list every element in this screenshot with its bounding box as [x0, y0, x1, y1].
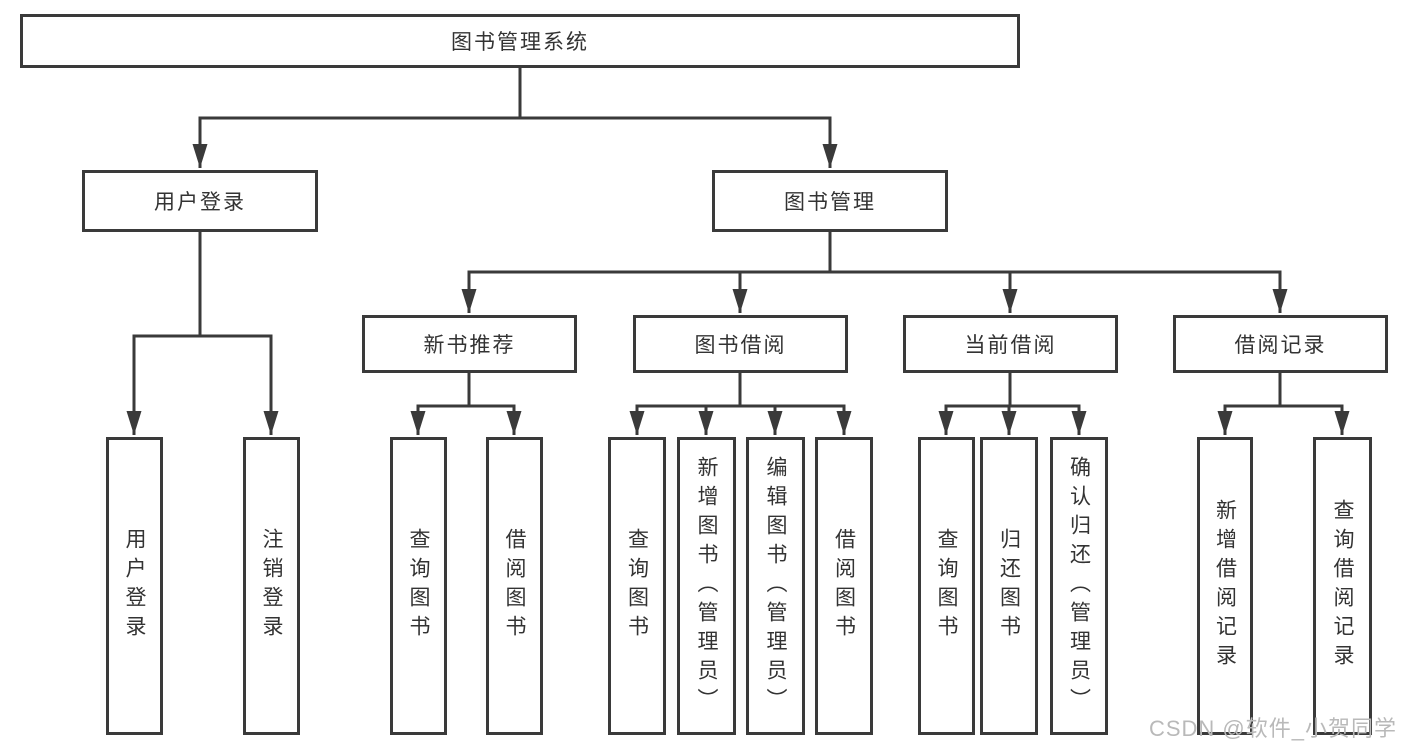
node-label: 查询图书 — [407, 528, 430, 644]
node-borrowing-records: 借阅记录 — [1173, 315, 1388, 373]
leaf-edit-books-admin: 编辑图书（管理员） — [746, 437, 805, 735]
node-label: 查询图书 — [625, 528, 649, 644]
leaf-confirm-return-admin: 确认归还（管理员） — [1050, 437, 1108, 735]
node-label: 新增借阅记录 — [1213, 499, 1237, 673]
node-label: 图书管理 — [784, 191, 876, 214]
node-book-borrowing: 图书借阅 — [633, 315, 848, 373]
node-label: 确认归还（管理员） — [1067, 455, 1091, 717]
leaf-query-borrow-record: 查询借阅记录 — [1313, 437, 1372, 735]
node-label: 查询借阅记录 — [1331, 499, 1354, 673]
node-label: 借阅记录 — [1234, 334, 1327, 357]
node-label: 图书管理系统 — [451, 31, 589, 54]
node-label: 用户登录 — [123, 528, 146, 644]
node-label: 借阅图书 — [832, 528, 856, 644]
node-label: 借阅图书 — [503, 528, 526, 644]
node-current-borrowing: 当前借阅 — [903, 315, 1118, 373]
leaf-return-books: 归还图书 — [980, 437, 1038, 735]
leaf-logout: 注销登录 — [243, 437, 300, 735]
node-label: 新增图书（管理员） — [695, 455, 718, 717]
node-new-book-recommend: 新书推荐 — [362, 315, 577, 373]
node-label: 注销登录 — [260, 528, 283, 644]
node-label: 编辑图书（管理员） — [764, 455, 787, 717]
node-label: 当前借阅 — [964, 334, 1057, 357]
node-user-login: 用户登录 — [82, 170, 318, 232]
node-root-library-management-system: 图书管理系统 — [20, 14, 1020, 68]
node-label: 用户登录 — [154, 191, 246, 214]
leaf-user-login: 用户登录 — [106, 437, 163, 735]
node-label: 新书推荐 — [423, 334, 516, 357]
leaf-borrow-books-recommend: 借阅图书 — [486, 437, 543, 735]
leaf-borrow-books: 借阅图书 — [815, 437, 873, 735]
node-label: 图书借阅 — [694, 334, 787, 357]
leaf-query-books-current: 查询图书 — [918, 437, 975, 735]
leaf-add-borrow-record: 新增借阅记录 — [1197, 437, 1253, 735]
csdn-watermark: CSDN @软件_小贺同学 — [1148, 716, 1397, 741]
leaf-add-books-admin: 新增图书（管理员） — [677, 437, 736, 735]
node-label: 查询图书 — [935, 528, 958, 644]
node-label: 归还图书 — [997, 528, 1021, 644]
node-book-management: 图书管理 — [712, 170, 948, 232]
leaf-query-books-recommend: 查询图书 — [390, 437, 447, 735]
leaf-query-books-borrowing: 查询图书 — [608, 437, 666, 735]
